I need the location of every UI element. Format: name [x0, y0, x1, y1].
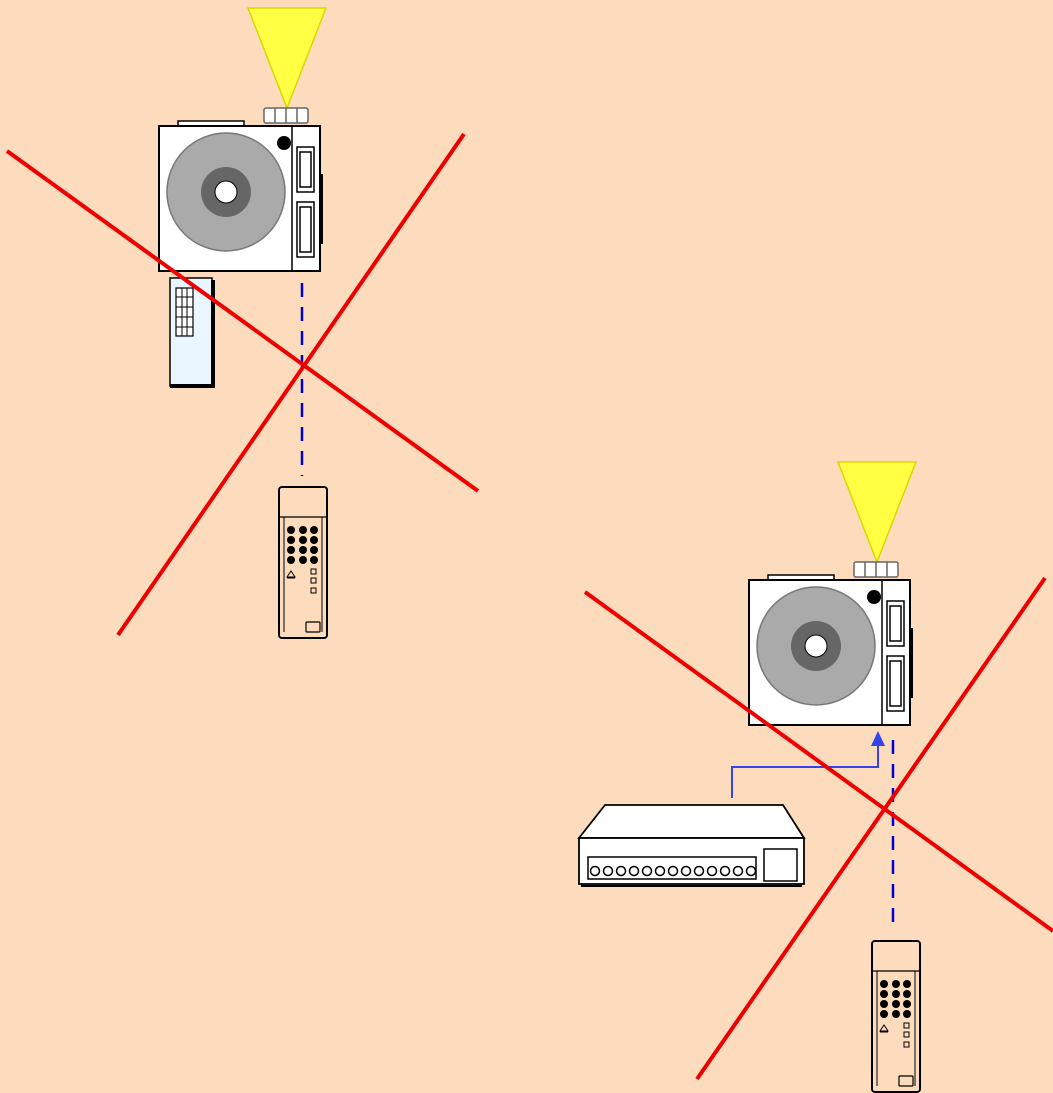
- handheld-remote: [279, 487, 327, 638]
- cable-link: [732, 731, 885, 798]
- camera-device: [749, 562, 913, 725]
- light-beam: [838, 462, 916, 562]
- scene-2: [579, 462, 1053, 1092]
- scene-1: [7, 8, 478, 638]
- switcher-box: [579, 805, 804, 886]
- handheld-remote: [872, 941, 920, 1092]
- light-beam: [248, 8, 326, 108]
- camera-device: [159, 108, 323, 271]
